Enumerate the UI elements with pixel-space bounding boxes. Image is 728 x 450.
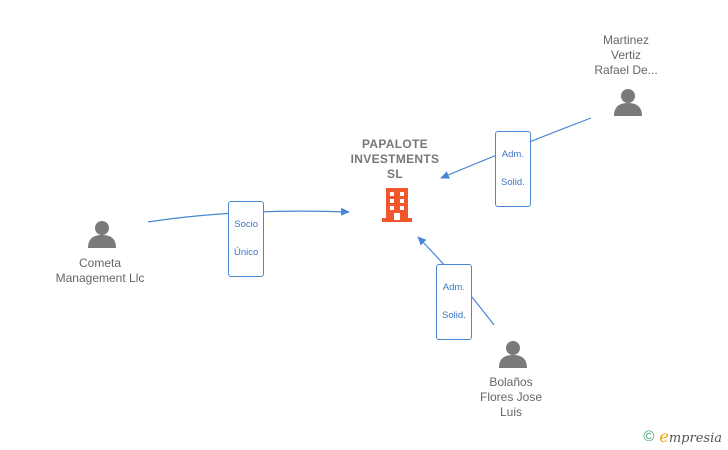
company-name-line-2: INVESTMENTS xyxy=(350,152,440,166)
node-label-line: Rafael De... xyxy=(594,63,658,77)
company-name-line-3: SL xyxy=(387,167,403,181)
company-name[interactable]: PAPALOTE INVESTMENTS SL xyxy=(340,137,450,182)
edge-label-line: Adm. xyxy=(442,282,465,293)
node-label-martinez[interactable]: Martinez Vertiz Rafael De... xyxy=(576,33,676,78)
copyright-icon: © xyxy=(643,428,655,445)
person-icon[interactable] xyxy=(498,339,528,369)
node-label-cometa[interactable]: Cometa Management Llc xyxy=(40,256,160,286)
edge-label-martinez: Adm. Solid. xyxy=(495,131,531,207)
person-icon[interactable] xyxy=(613,87,643,117)
node-label-line: Bolaños xyxy=(489,375,533,389)
company-name-line-1: PAPALOTE xyxy=(362,137,428,151)
brand-initial: e xyxy=(659,427,669,446)
edge-label-line: Único xyxy=(234,247,259,258)
edge-label-line: Solid. xyxy=(501,177,525,188)
edge-label-line: Adm. xyxy=(501,149,524,160)
brand-rest: mpresia xyxy=(668,431,722,446)
node-label-bolanos[interactable]: Bolaños Flores Jose Luis xyxy=(461,375,561,420)
person-icon[interactable] xyxy=(87,219,117,249)
building-icon[interactable] xyxy=(380,186,414,224)
brand-logo[interactable]: empresia xyxy=(659,427,722,446)
edge-label-cometa: Socio Único xyxy=(228,201,265,277)
node-label-line: Management Llc xyxy=(55,271,145,285)
node-label-line: Flores Jose xyxy=(479,390,543,404)
edge-label-line: Socio xyxy=(234,219,259,230)
copyright-footer: © empresia xyxy=(643,427,722,446)
node-label-line: Vertiz xyxy=(610,48,641,62)
node-label-line: Luis xyxy=(499,405,522,419)
node-label-line: Cometa xyxy=(78,256,122,270)
edge-label-bolanos: Adm. Solid. xyxy=(436,264,472,340)
node-label-line: Martinez xyxy=(602,33,649,47)
edge-label-line: Solid. xyxy=(442,310,466,321)
